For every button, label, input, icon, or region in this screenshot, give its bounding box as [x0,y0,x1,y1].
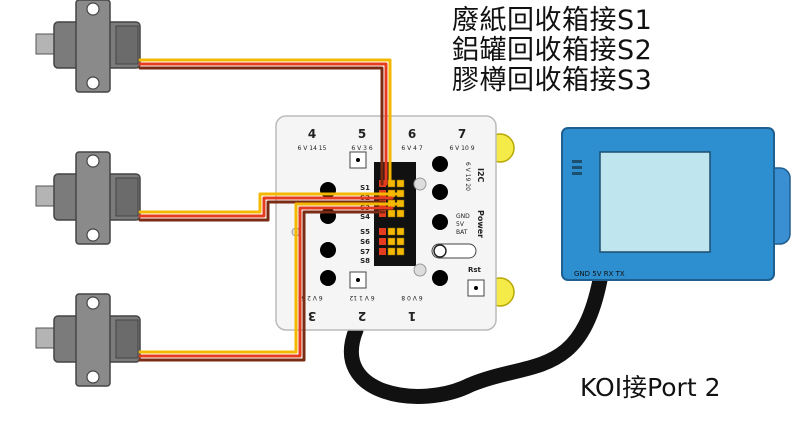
servo-s3 [35,293,141,387]
power-pin-bat: BAT [456,229,468,236]
servo-label-s5: S5 [360,228,370,236]
wiring-note-s3: 膠樽回收箱接S3 [452,65,653,96]
port-pins-1: 6 V 0 8 [401,294,422,301]
servo-label-s1: S1 [360,184,370,192]
port-pins-3: 6 V 2 5 [301,294,322,301]
port-pins-2: 6 V 1 12 [349,294,374,301]
wiring-note-s2: 鋁罐回收箱接S2 [452,35,653,66]
port-number-3: 3 [308,309,316,323]
servo-wires [138,58,402,362]
koi-screen [599,151,711,253]
servo-label-s7: S7 [360,248,370,256]
port-number-6: 6 [408,127,416,141]
port-pins-5: 6 V 3 6 [351,145,372,152]
port-number-4: 4 [308,127,316,141]
port-number-5: 5 [358,127,366,141]
power-label: Power [476,210,485,238]
servo-s2 [35,151,141,245]
servo-label-s6: S6 [360,238,370,246]
port-pins-4: 6 V 14 15 [298,145,327,152]
port-number-2: 2 [358,309,366,323]
port-pins-7: 6 V 10 9 [449,145,474,152]
servo-s1 [35,0,141,93]
power-pin-5v: 5V [456,221,465,228]
port-pins-6: 6 V 4 7 [401,145,422,152]
i2c-label: I2C [476,168,485,183]
servo-label-s8: S8 [360,257,370,265]
i2c-pins: 6 V 19 20 [464,162,471,191]
port-number-7: 7 [458,127,466,141]
servo-label-s4: S4 [360,213,370,221]
koi-pin-labels: GND 5V RX TX [574,270,625,278]
koi-cable [343,272,608,404]
wiring-note-s1: 廢紙回收箱接S1 [452,5,653,36]
wiring-notes: 廢紙回收箱接S1 鋁罐回收箱接S2 膠樽回收箱接S3 [452,6,652,96]
koi-port-note: KOI接Port 2 [580,373,721,402]
reset-label: Rst [468,266,482,274]
port-number-1: 1 [408,309,416,323]
power-pin-gnd: GND [456,213,470,220]
